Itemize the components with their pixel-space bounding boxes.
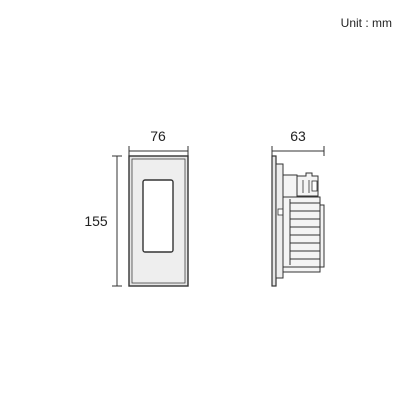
side-plate-step: [275, 163, 284, 279]
side-upper-housing: [282, 174, 298, 198]
side-main-body: [282, 196, 321, 268]
side-depth-dimension: [271, 146, 325, 156]
side-back-cap: [319, 204, 325, 268]
side-depth-label: 63: [290, 128, 306, 144]
front-height-label: 155: [84, 213, 108, 229]
side-lower-ledge: [282, 266, 321, 273]
front-view: [112, 146, 189, 287]
side-mounting-tab: [277, 208, 284, 216]
front-width-label: 76: [150, 128, 166, 144]
front-lens-window: [142, 179, 174, 253]
side-screw: [311, 180, 318, 192]
front-height-dimension: [112, 155, 122, 287]
side-heatsink-fins: [289, 199, 320, 265]
unit-label: Unit : mm: [341, 16, 392, 30]
side-view: [271, 146, 325, 287]
side-faceplate: [271, 155, 277, 287]
front-width-dimension: [128, 146, 189, 156]
